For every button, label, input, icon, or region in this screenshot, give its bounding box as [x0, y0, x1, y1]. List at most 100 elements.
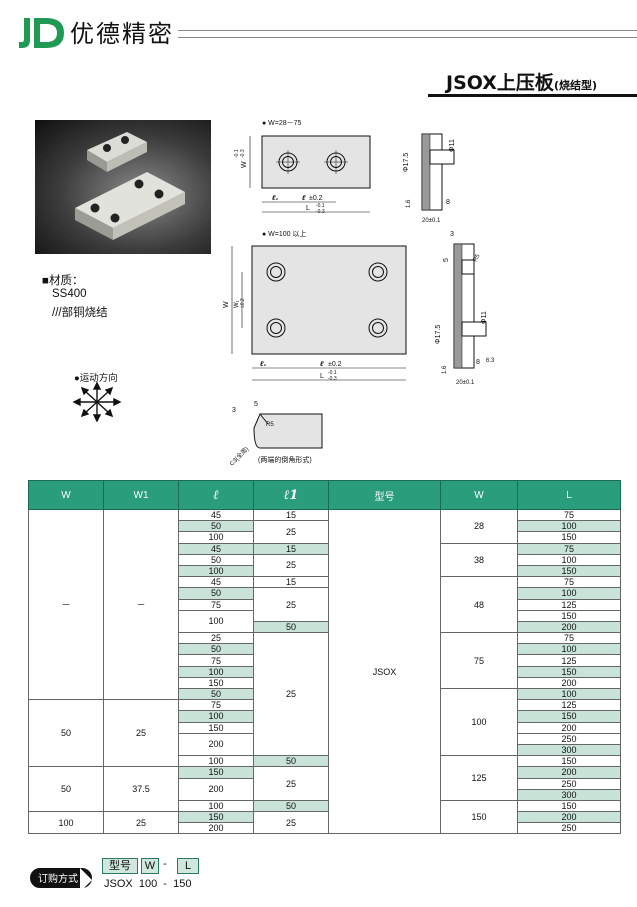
svg-text:20±0.1: 20±0.1: [456, 380, 475, 386]
cell-ell: 50: [178, 553, 254, 566]
header-rule: [178, 30, 637, 38]
cell-ell: 100: [178, 564, 254, 578]
table-row: 50 100 100: [29, 687, 621, 757]
svg-text:W: W: [223, 301, 230, 308]
w-tol-lower: -0.3: [240, 149, 246, 158]
cell-l: 200: [517, 620, 621, 634]
material-sinter: ///部铜烧结: [52, 307, 108, 319]
cell-l: 200: [517, 721, 621, 734]
svg-text:W₁: W₁: [234, 300, 240, 308]
cell-w1: －: [103, 508, 179, 701]
cell-l: 100: [517, 687, 621, 701]
svg-text:W: W: [241, 161, 248, 168]
cell-ell: 100: [178, 710, 254, 723]
cell-model: JSOX: [328, 508, 441, 835]
cell-l: 250: [517, 777, 621, 790]
cell-ell1: 25: [253, 520, 329, 544]
motion-direction-label: ●运动方向: [74, 373, 118, 384]
case-w100-label: ● W=100 以上: [262, 229, 307, 238]
svg-text:-0.1: -0.1: [328, 370, 337, 376]
cell-ell: 150: [178, 766, 254, 779]
c3-label: C3(全周): [228, 445, 250, 467]
cell-w2: 28: [440, 509, 518, 544]
cell-ell: 200: [178, 822, 254, 835]
dim-3-label: 3: [450, 231, 454, 238]
svg-text:L: L: [306, 205, 310, 212]
cell-l: 150: [517, 799, 621, 813]
cell-l: 75: [517, 632, 621, 645]
counterbore-hole-icon: [266, 262, 388, 338]
cell-l: 150: [517, 665, 621, 678]
cell-ell1: 15: [253, 542, 329, 555]
cell-ell: 45: [178, 542, 254, 555]
dim-5-label: 5: [443, 258, 450, 262]
cell-ell: 100: [178, 665, 254, 678]
case-w28-75-label: ● W=28－75: [262, 120, 302, 127]
cell-ell1: 25: [253, 587, 329, 622]
cell-ell: 50: [178, 643, 254, 656]
cell-ell: 45: [178, 508, 254, 522]
depth-8-label: 8: [446, 199, 450, 206]
cell-l: 100: [517, 520, 621, 533]
cell-ell1: 50: [253, 620, 329, 634]
svg-text:ℓ: ℓ: [301, 195, 306, 202]
cell-ell: 50: [178, 520, 254, 533]
chamfer-5-label: 5: [254, 401, 258, 408]
cell-w2: 125: [440, 755, 518, 801]
w-tol-upper: -0.1: [234, 149, 240, 158]
cell-ell: 50: [178, 687, 254, 701]
thickness-20-label: 20±0.1: [422, 218, 441, 224]
jd-logo-icon: [19, 18, 64, 48]
chamfer-r5-label: R5: [266, 422, 274, 428]
cell-l: 150: [517, 531, 621, 544]
cell-w: 100: [28, 811, 104, 835]
cell-l: 100: [517, 553, 621, 566]
cell-l: 150: [517, 710, 621, 723]
svg-text:8: 8: [476, 359, 480, 366]
cell-ell1: 25: [253, 811, 329, 835]
cell-ell1: 50: [253, 755, 329, 768]
cell-l: 150: [517, 609, 621, 622]
cell-l: 100: [517, 587, 621, 600]
product-photo: [35, 120, 211, 254]
ell-tolerance: ±0.2: [309, 195, 323, 202]
cell-ell1: 25: [253, 553, 329, 578]
motion-direction-icon: [72, 382, 122, 422]
svg-text:1.6: 1.6: [442, 365, 448, 374]
cell-l: 150: [517, 564, 621, 578]
cell-l: 100: [517, 643, 621, 656]
table-row: 100 150: [29, 710, 621, 723]
svg-text:-0.3: -0.3: [328, 376, 337, 382]
svg-text:Φ17.5: Φ17.5: [435, 325, 442, 344]
title-main: JSOX上压板: [446, 72, 554, 94]
svg-text:ℓ₁: ℓ₁: [271, 195, 279, 202]
cell-ell: 25: [178, 632, 254, 645]
cell-ell1: 25: [253, 766, 329, 801]
material-label: ■材质：: [42, 275, 84, 287]
col-w2: W: [440, 480, 518, 510]
order-model-box: 型号: [102, 858, 138, 874]
cell-ell: 150: [178, 721, 254, 734]
cell-ell: 100: [178, 531, 254, 544]
order-w-box: W: [141, 858, 159, 874]
cell-l: 300: [517, 788, 621, 801]
cell-w: －: [28, 508, 104, 701]
w1-tolerance: ±0.2: [240, 298, 246, 308]
cell-w2: 48: [440, 576, 518, 634]
phi17-5-label: Φ17.5: [403, 153, 410, 172]
technical-drawing: ● W=28－75 ℓ₁ ℓ ±0.2 L -0.1 -0.3 W -0.1 -…: [223, 120, 495, 467]
col-l: L: [517, 480, 621, 510]
order-method-badge: 订购方式: [30, 868, 92, 892]
col-ell: ℓ: [178, 480, 254, 510]
cell-ell1: 15: [253, 576, 329, 589]
page-title: JSOX上压板(烧结型): [446, 68, 597, 95]
cell-ell: 75: [178, 699, 254, 712]
cell-l: 125: [517, 699, 621, 712]
